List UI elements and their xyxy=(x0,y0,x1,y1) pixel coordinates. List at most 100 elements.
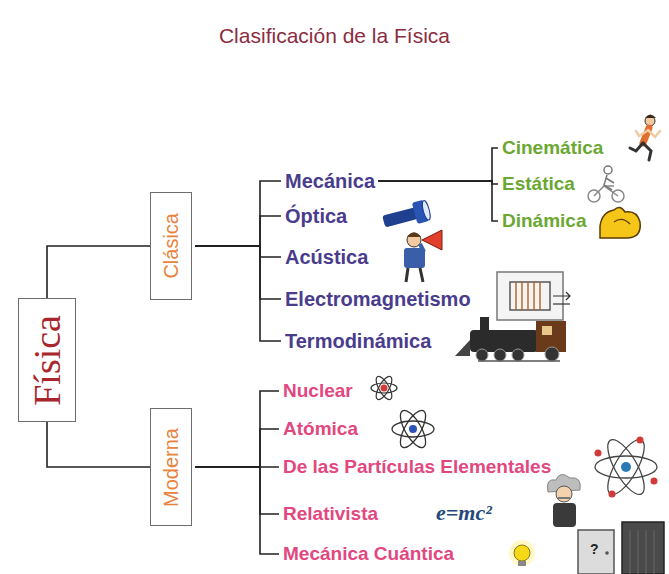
tree-connector xyxy=(195,246,281,341)
node-text: Óptica xyxy=(285,205,347,228)
bike-icon-part xyxy=(604,175,614,190)
runner-icon xyxy=(630,115,660,161)
node-text: Relativista xyxy=(283,503,378,525)
train-icon-part xyxy=(545,347,559,361)
node-text: Estática xyxy=(502,173,575,195)
node-text: De las Partículas Elementales xyxy=(283,456,551,478)
door-icon-part xyxy=(605,551,609,555)
train-icon-part xyxy=(480,317,489,331)
train-icon-part xyxy=(470,330,538,352)
particles-atom-icon-part xyxy=(601,435,651,500)
train-icon-part xyxy=(478,360,560,362)
particles-atom-icon-part xyxy=(651,478,658,485)
einstein-icon-part xyxy=(553,503,576,527)
runner-icon-part xyxy=(636,131,647,136)
door-icon-part xyxy=(630,530,654,574)
particles-atom-icon-part xyxy=(621,462,631,472)
formula-label: e=mc² xyxy=(436,500,492,526)
train-icon-part xyxy=(455,340,470,356)
tree-connector xyxy=(195,391,279,467)
nuclear-atom-icon xyxy=(371,374,397,402)
node-text: Electromagnetismo xyxy=(285,288,471,311)
topic-label: Relativista xyxy=(283,503,378,525)
atomic-atom-icon-part xyxy=(409,425,417,433)
subtopic-label: Cinemática xyxy=(502,137,603,159)
particles-atom-icon-part xyxy=(601,435,651,500)
subtopic-label: Estática xyxy=(502,173,575,195)
nuclear-atom-icon-part xyxy=(371,383,397,393)
diagram-title: Clasificación de la Física xyxy=(0,24,669,48)
nuclear-atom-icon-part xyxy=(373,374,395,402)
tree-connector xyxy=(195,181,281,246)
train-icon xyxy=(455,317,566,361)
einstein-icon xyxy=(547,474,580,527)
topic-label: Óptica xyxy=(285,205,347,228)
biceps-icon-part xyxy=(614,219,630,224)
tree-connector xyxy=(378,148,498,181)
atomic-atom-icon-part xyxy=(396,407,431,451)
atomic-atom-icon-part xyxy=(392,421,434,437)
bike-icon-part xyxy=(594,186,618,196)
node-text: Moderna xyxy=(160,428,183,507)
einstein-icon-part xyxy=(558,497,570,499)
flashlight-icon xyxy=(381,199,432,232)
particles-atom-icon-part xyxy=(609,491,616,498)
topic-label: Termodinámica xyxy=(285,330,431,353)
topic-label: De las Partículas Elementales xyxy=(283,456,551,478)
atomic-atom-icon xyxy=(392,407,434,451)
atomic-atom-icon-part xyxy=(396,407,431,451)
tree-connector xyxy=(47,422,150,467)
biceps-icon xyxy=(600,207,640,238)
topic-label: Mecánica xyxy=(285,170,375,193)
nuclear-atom-icon-part xyxy=(381,385,388,392)
tree-connector xyxy=(195,429,279,467)
bulb-icon-part xyxy=(518,561,526,566)
branch-box: Clásica xyxy=(150,192,192,300)
topic-label: Acústica xyxy=(285,246,368,269)
flashlight-icon-part xyxy=(382,207,418,227)
node-text: Mecánica xyxy=(285,170,375,193)
megaphone-man-icon xyxy=(404,230,442,282)
tree-connector xyxy=(195,467,279,514)
runner-icon-part xyxy=(648,130,660,137)
biceps-icon-part xyxy=(600,207,640,238)
runner-icon-part xyxy=(643,143,651,160)
electromagnet-icon xyxy=(497,272,570,320)
einstein-icon-part xyxy=(556,486,572,502)
flashlight-icon-part xyxy=(421,200,432,221)
bike-icon-part xyxy=(604,166,612,174)
megaphone-man-icon-part xyxy=(422,230,442,250)
node-text: Nuclear xyxy=(283,380,353,402)
train-icon-part xyxy=(512,349,524,361)
tree-connector xyxy=(378,181,498,221)
node-text: Física xyxy=(25,315,69,406)
bulb-icon-part xyxy=(514,545,530,561)
electromagnet-icon-part xyxy=(553,303,570,304)
topic-label: Nuclear xyxy=(283,380,353,402)
tree-connector xyxy=(195,246,281,257)
bulb-icon-part xyxy=(509,540,535,566)
particles-atom-icon-part xyxy=(595,456,657,478)
electromagnet-icon-part xyxy=(516,282,540,310)
node-text: Cinemática xyxy=(502,137,603,159)
runner-icon-part xyxy=(645,115,656,119)
train-icon-part xyxy=(494,349,506,361)
question-mark: ? xyxy=(590,541,599,557)
node-text: Atómica xyxy=(283,418,358,440)
nuclear-atom-icon-part xyxy=(373,374,395,402)
electromagnet-icon-part xyxy=(510,282,550,310)
megaphone-man-icon-part xyxy=(420,244,424,252)
train-icon-part xyxy=(476,349,488,361)
topic-label: Atómica xyxy=(283,418,358,440)
tree-connector xyxy=(195,467,279,554)
megaphone-man-icon-part xyxy=(407,233,421,238)
node-text: Clásica xyxy=(160,213,183,279)
subtopic-label: Dinámica xyxy=(502,210,586,232)
branch-box: Moderna xyxy=(150,408,192,526)
node-text: Termodinámica xyxy=(285,330,431,353)
particles-atom-icon xyxy=(595,435,658,500)
tree-connector xyxy=(47,246,150,298)
bulb-icon xyxy=(509,540,535,566)
